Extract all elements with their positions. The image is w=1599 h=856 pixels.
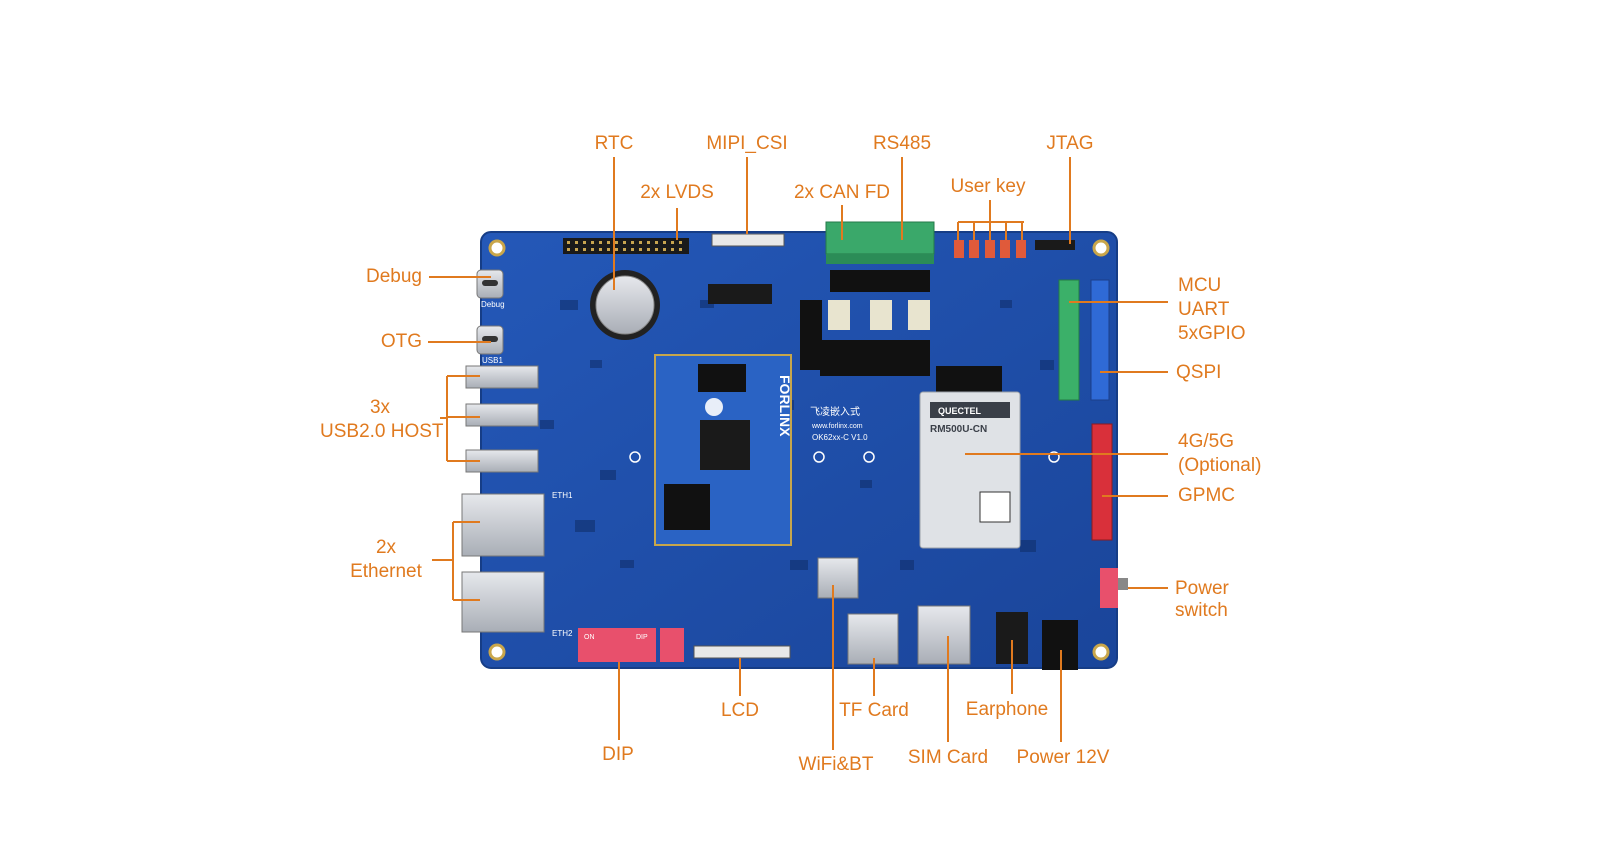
jtag-connector <box>1035 240 1075 250</box>
eth2-silk: ETH2 <box>552 629 573 638</box>
mounting-holes <box>488 239 1110 661</box>
callout-4g5g-line1: 4G/5G <box>1178 431 1234 452</box>
module-brand: FORLINX <box>777 375 793 437</box>
ethernet-ports <box>461 493 545 633</box>
eth1-silk: ETH1 <box>552 491 573 500</box>
callout-power-switch-line1: Power <box>1175 578 1229 599</box>
callout-mcu-line3: 5xGPIO <box>1178 323 1246 344</box>
pcb-board <box>480 231 1118 669</box>
callout-wifi-bt: WiFi&BT <box>798 754 874 775</box>
callout-mipi-csi: MIPI_CSI <box>706 133 788 154</box>
gpmc-header <box>1091 423 1113 541</box>
qspi-header <box>1090 279 1110 401</box>
rtc-battery <box>590 270 660 340</box>
callout-4g5g-line2: (Optional) <box>1178 455 1262 476</box>
modem-module <box>919 366 1021 549</box>
can-fd-terminal <box>825 221 935 264</box>
pcb-components <box>540 300 1054 570</box>
callout-otg: OTG <box>380 331 422 352</box>
module-text: 飞凌嵌入式 <box>810 405 860 418</box>
lcd-connector <box>693 645 791 659</box>
callout-ethernet-line2: Ethernet <box>350 561 422 582</box>
callout-sim-card: SIM Card <box>907 747 989 768</box>
sim-card-slot <box>917 605 971 665</box>
dip-switch <box>578 628 684 662</box>
callout-ethernet-line1: 2x <box>375 537 397 558</box>
callout-can-fd: 2x CAN FD <box>793 182 891 203</box>
usb1-silk: USB1 <box>482 356 503 365</box>
modem-model: RM500U-CN <box>930 424 987 435</box>
som-module <box>654 354 792 546</box>
callout-debug: Debug <box>366 266 422 287</box>
pin-header <box>708 284 772 304</box>
dip-on-silk: ON <box>584 634 595 641</box>
callout-mcu-line2: UART <box>1178 299 1230 320</box>
usb-host-ports <box>465 365 539 473</box>
user-keys <box>954 240 1026 258</box>
callout-lcd: LCD <box>720 700 759 721</box>
module-model: OK62xx-C V1.0 <box>812 433 868 442</box>
debug-usb-port <box>476 269 504 299</box>
dip-silk: DIP <box>636 634 648 641</box>
mcu-gpio-header <box>1058 279 1080 401</box>
callout-lvds: 2x LVDS <box>640 182 714 203</box>
callout-tf-card: TF Card <box>839 700 909 721</box>
module-url: www.forlinx.com <box>811 423 863 430</box>
callout-qspi: QSPI <box>1176 362 1222 383</box>
callout-usb-host-line1: 3x <box>369 397 391 418</box>
board-markers <box>629 451 1060 463</box>
tf-card-slot <box>847 613 899 665</box>
callout-rtc: RTC <box>594 133 634 154</box>
modem-brand: QUECTEL <box>938 406 982 416</box>
callout-jtag: JTAG <box>1046 133 1094 154</box>
debug-silk: Debug <box>481 300 505 309</box>
rs485-transceivers <box>800 270 930 376</box>
wifi-bt-module <box>817 557 859 599</box>
callout-mcu-line1: MCU <box>1178 275 1222 296</box>
power-switch <box>1100 568 1128 608</box>
callout-power-12v: Power 12V <box>1016 747 1110 768</box>
mipi-csi-connector <box>711 233 785 247</box>
otg-usb-port <box>476 325 504 355</box>
callout-rs485: RS485 <box>872 133 932 154</box>
lvds-header <box>563 238 689 254</box>
callout-dip: DIP <box>602 744 634 765</box>
callout-earphone: Earphone <box>965 699 1049 720</box>
callout-user-key: User key <box>950 176 1026 197</box>
callout-gpmc: GPMC <box>1178 485 1235 506</box>
callout-lines <box>428 157 1168 750</box>
callout-power-switch-line2: switch <box>1175 600 1228 621</box>
callout-usb-host-line2: USB2.0 HOST <box>320 421 444 442</box>
